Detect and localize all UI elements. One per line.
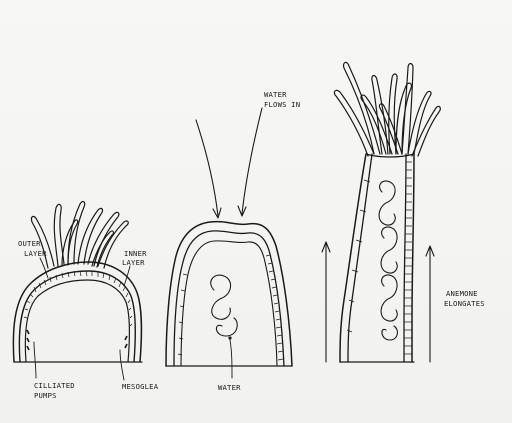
stage-1-anemone (13, 201, 142, 380)
stage-3-outer-layer-left (340, 154, 366, 362)
stage-2-inner-wall (181, 241, 277, 366)
label-inner-layer-line2: LAYER (122, 258, 145, 267)
stage-1-outer-layer (13, 262, 141, 362)
stage-1-tentacles (31, 201, 128, 268)
stage-3-water-swirls (379, 181, 397, 340)
stage-2-water-swirls (211, 275, 238, 336)
stage-3-tentacles (334, 62, 440, 156)
label-water-flows-in-line1: WATER (264, 90, 287, 99)
stage-2-water-arrows (196, 108, 262, 218)
stage-1-inner-layer (19, 271, 135, 362)
label-outer-layer-line2: LAYER (24, 249, 47, 258)
stage-3-elongation-arrows (322, 242, 434, 362)
stage-3-inner-layer-left (348, 154, 372, 362)
stage-3-mesoglea-hatching (347, 162, 412, 354)
label-anemone-elongates-line1: ANEMONE (446, 289, 478, 298)
label-anemone-elongates-line2: ELONGATES (444, 299, 485, 308)
label-inner-layer-line1: INNER (124, 249, 147, 258)
stage-1-inner-wall (25, 280, 129, 362)
stage-2-anemone (166, 108, 292, 378)
stage-1-mesoglea-hatching (24, 271, 132, 326)
stage-3-outer-layer-right (412, 154, 414, 362)
label-outer-layer-line1: OUTER (18, 239, 41, 248)
label-ciliated-pumps-line1: CILLIATED (34, 381, 75, 390)
label-ciliated-pumps-line2: PUMPS (34, 391, 57, 400)
label-water: WATER (218, 383, 241, 392)
label-mesoglea: MESOGLEA (122, 382, 159, 391)
stage-2-water-pointer (230, 340, 232, 378)
stage-1-cilia-marks (27, 330, 127, 350)
stage-2-water-dot (228, 336, 231, 339)
label-water-flows-in-line2: FLOWS IN (264, 100, 300, 109)
stage-3-anemone (322, 62, 440, 362)
stage-2-inner-layer (174, 231, 284, 366)
